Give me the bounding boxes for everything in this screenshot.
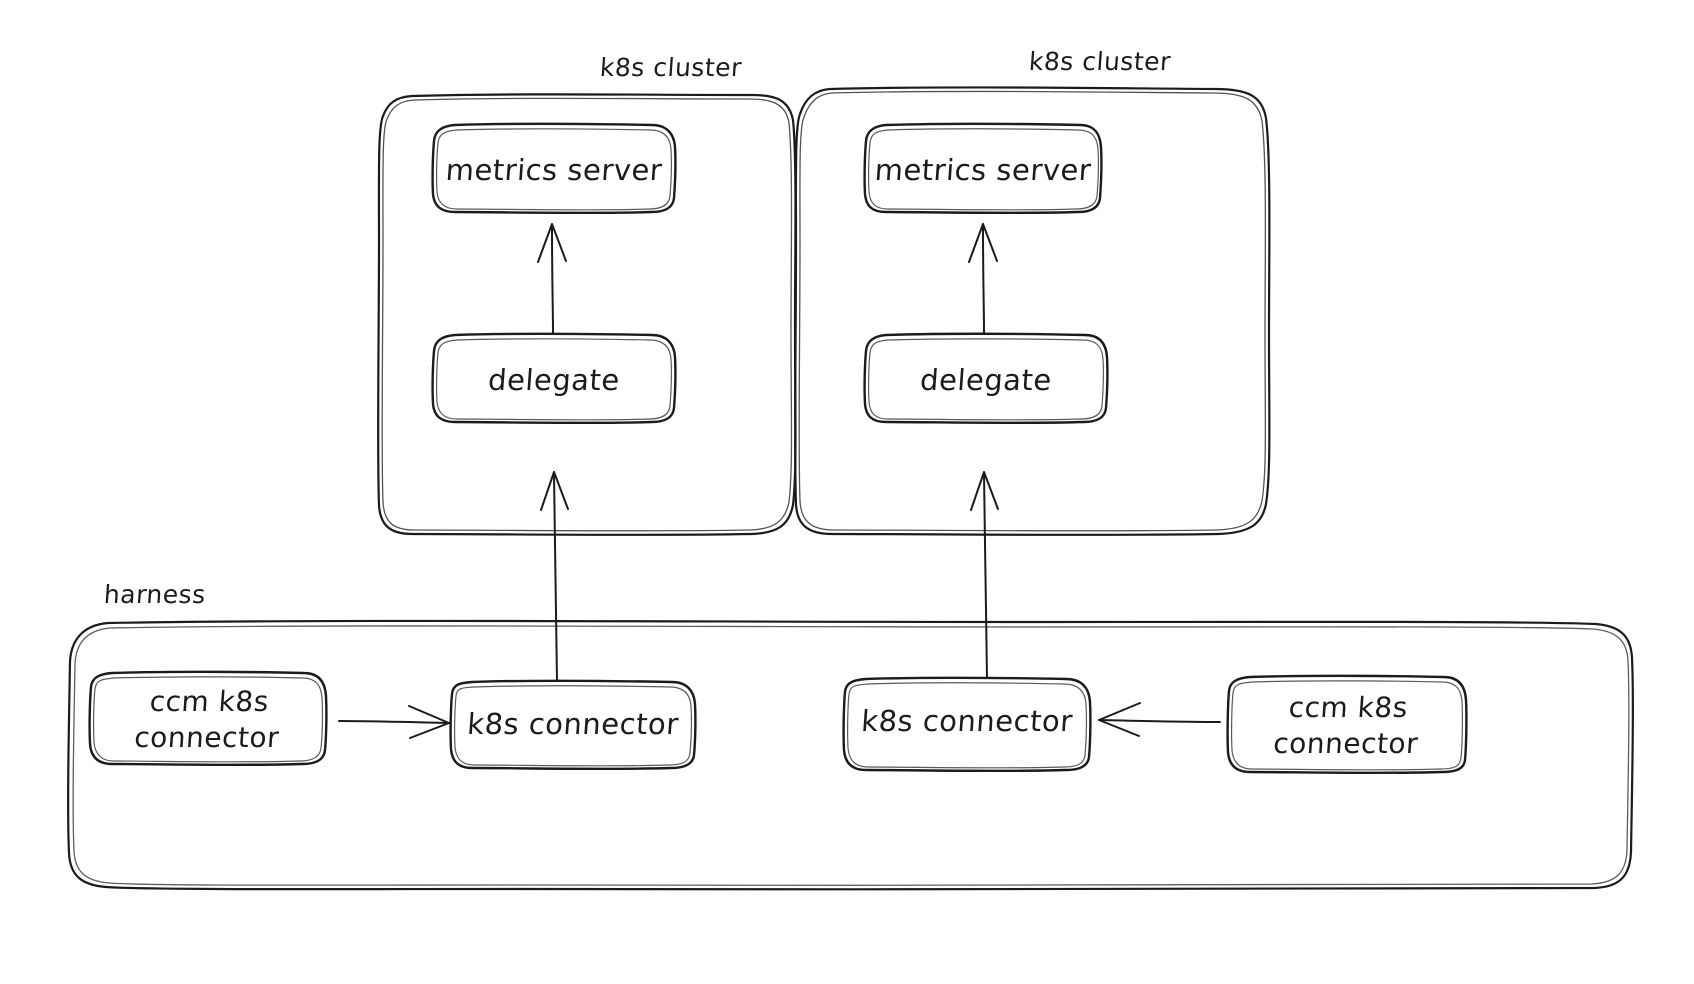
group-k8s-cluster-right-outline [794,86,1271,536]
node-delegate-left-outline [431,332,677,425]
edge-k8s-connector-left-to-delegate-left [540,471,569,682]
edge-delegate-left-to-metrics-server-left [537,223,567,334]
edge-delegate-right-to-metrics-server-right [968,223,998,334]
node-k8s-connector-left-outline [449,679,697,771]
edge-ccm-connector-right-to-k8s-connector-right [1098,702,1221,737]
node-metrics-server-left[interactable] [432,124,675,213]
node-k8s-connector-right[interactable] [843,678,1091,771]
node-delegate-right[interactable] [864,334,1107,423]
node-k8s-connector-left[interactable] [450,681,695,769]
node-k8s-connector-right-outline [842,676,1092,773]
group-label-harness: harness [102,580,207,609]
node-delegate-left[interactable] [432,334,675,423]
node-metrics-server-right[interactable] [864,124,1101,213]
node-ccm-connector-right[interactable] [1227,676,1467,773]
node-delegate-right-outline [863,332,1109,425]
node-ccm-connector-left-outline [88,670,328,767]
group-harness-outline [67,619,1634,891]
group-label-k8s-cluster-left: k8s cluster [598,53,743,82]
node-ccm-connector-left[interactable] [89,672,326,765]
edge-k8s-connector-right-to-delegate-right [970,471,999,679]
group-k8s-cluster-left-outline [377,93,797,536]
node-metrics-server-left-outline [431,122,677,215]
group-label-k8s-cluster-right: k8s cluster [1027,47,1172,76]
node-metrics-server-right-outline [863,122,1103,215]
node-ccm-connector-right-outline [1226,674,1468,775]
edge-ccm-connector-left-to-k8s-connector-left [338,705,450,739]
